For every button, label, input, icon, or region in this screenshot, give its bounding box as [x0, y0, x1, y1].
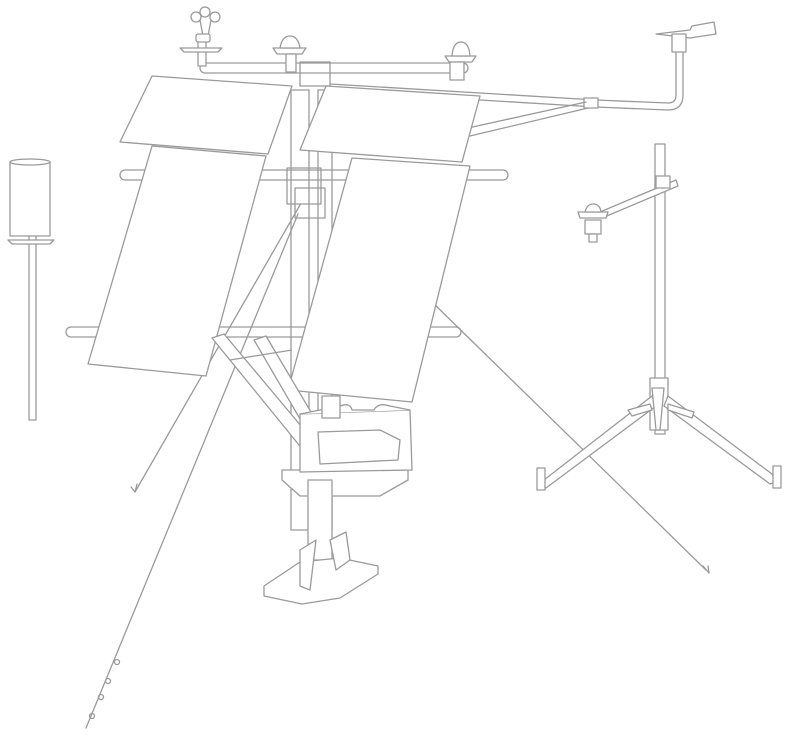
radiation-sensor-left [272, 35, 307, 73]
guy-wires [85, 204, 710, 729]
radiation-shield-icon [577, 203, 609, 243]
mounting-bars [65, 49, 684, 338]
radiation-sensor-right [444, 41, 477, 81]
anemometer-icon [179, 6, 223, 67]
rain-gauge-icon [7, 158, 55, 421]
tripod-icon [536, 143, 782, 491]
wind-vane-icon [655, 21, 717, 53]
battery-enclosure [281, 395, 413, 497]
base-plate [263, 479, 379, 605]
solar-panels [87, 75, 481, 403]
